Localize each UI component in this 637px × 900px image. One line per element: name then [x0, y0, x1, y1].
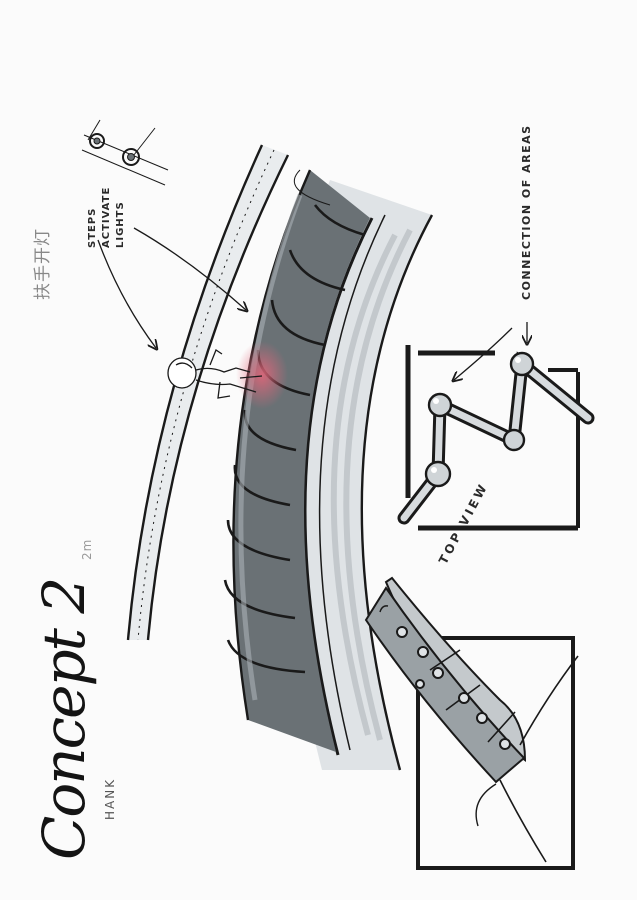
author-name: HANK [103, 777, 117, 820]
scale-note: 2m [80, 538, 94, 560]
connection-of-areas-note: CONNECTION OF AREAS [520, 124, 533, 300]
outer-wall-inner-edge [303, 217, 374, 756]
steps-activate-lights-note: STEPS ACTIVATE LIGHTS [87, 186, 126, 248]
concept-title: Concept 2 [30, 578, 98, 860]
ceiling-lamp-detail [81, 119, 169, 186]
person-figure-icon [167, 349, 263, 399]
handrail [128, 145, 288, 640]
arrow-icon [97, 239, 156, 348]
arrow-icon [133, 227, 246, 310]
top-view-diagram [397, 345, 595, 531]
rivet-detail-box [364, 576, 579, 870]
chinese-handwritten-note: 扶手开灯 [33, 228, 53, 300]
steps-arrows [97, 227, 246, 348]
rivet-icon [396, 626, 511, 750]
outer-wall-edge [360, 214, 434, 771]
activated-step-light [236, 341, 288, 409]
curved-walkway [126, 144, 434, 771]
walkway-floor [233, 170, 370, 752]
